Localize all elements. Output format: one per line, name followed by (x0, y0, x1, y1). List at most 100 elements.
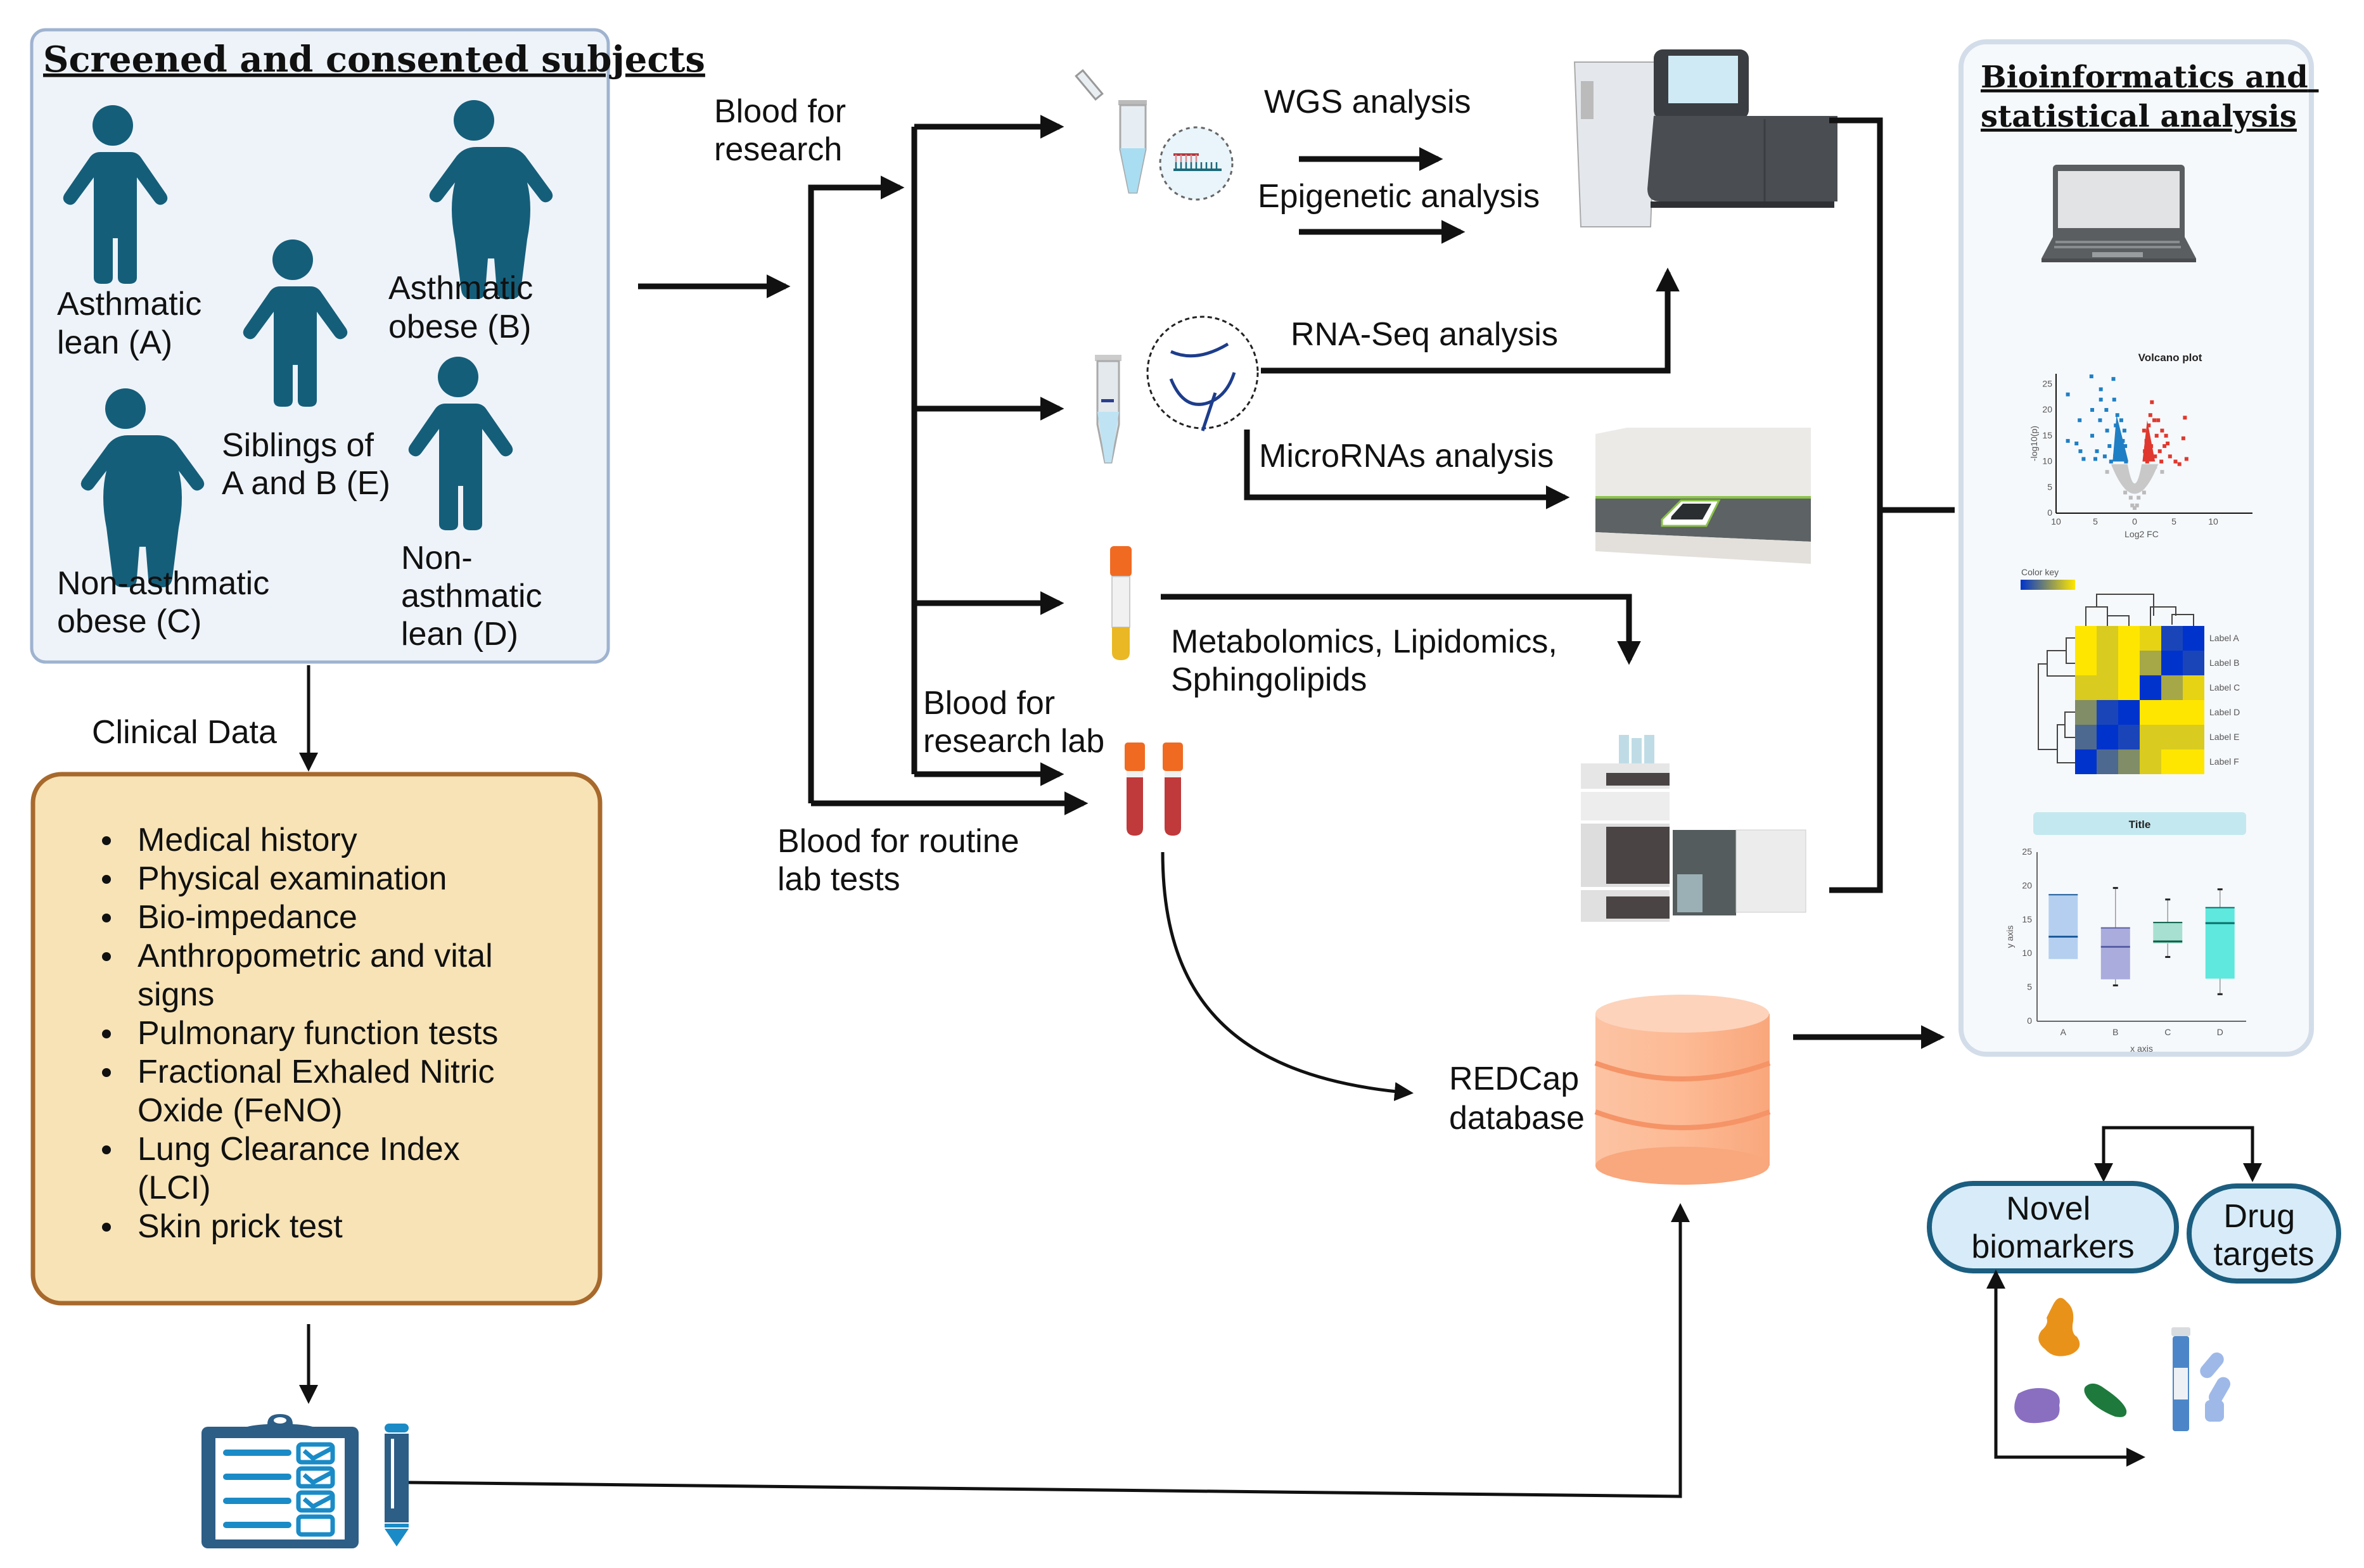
volcano-point (2142, 428, 2146, 433)
volcano-x-tick: 10 (2208, 516, 2218, 526)
volcano-point (2147, 423, 2151, 428)
heatmap-cell (2140, 749, 2161, 774)
boxplot-y-tick: 10 (2022, 948, 2032, 958)
serum-tube-icon (1110, 546, 1132, 660)
boxplot-y-tick: 0 (2027, 1016, 2032, 1026)
microrna-arrow (1244, 430, 1570, 509)
clinical-data-label: Clinical Data (92, 714, 277, 751)
bullet-icon (102, 914, 111, 922)
person-asthmatic-lean-icon (63, 105, 168, 284)
volcano-x-tick: 5 (2171, 516, 2176, 526)
heatmap-row-dendrogram (2038, 637, 2075, 763)
heatmap-row-label: Label B (2209, 658, 2239, 668)
clinical-item: Medical history (137, 822, 357, 858)
volcano-point (2078, 418, 2082, 423)
heatmap-row-label: Label C (2209, 682, 2240, 692)
bullet-icon (102, 836, 111, 845)
heatmap-cell (2183, 725, 2204, 749)
volcano-point (2078, 449, 2083, 454)
volcano-point (2160, 428, 2164, 433)
heatmap-cell (2097, 700, 2118, 725)
heatmap-cell (2183, 651, 2204, 675)
volcano-point (2177, 462, 2182, 466)
volcano-point (2154, 433, 2159, 438)
volcano-point (2166, 442, 2170, 445)
group-e-label: Siblings of A and B (E) (222, 427, 390, 502)
bioinformatics-title: Bioinformatics and statistical analysis (1981, 60, 2318, 134)
volcano-title: Volcano plot (2138, 352, 2202, 364)
volcano-point (2090, 408, 2095, 412)
bullet-icon (102, 1223, 111, 1232)
drug-targets-label: Drug targets (2214, 1198, 2315, 1273)
volcano-point (2184, 457, 2188, 461)
boxplot-box (2100, 927, 2130, 979)
volcano-point (2112, 397, 2116, 402)
volcano-y-tick: 15 (2042, 430, 2052, 440)
volcano-point (2163, 444, 2167, 449)
microarray-machine-icon (1595, 428, 1811, 564)
heatmap-cell (2183, 626, 2204, 651)
volcano-point (2160, 469, 2164, 474)
heatmap-cell (2097, 651, 2118, 675)
volcano-point (2164, 433, 2168, 438)
blood-routine-label: Blood for routine lab tests (777, 823, 1028, 898)
volcano-point (2123, 444, 2128, 449)
heatmap-cell (2140, 725, 2161, 749)
boxplot-x-tick: D (2217, 1027, 2223, 1037)
clipboard-icon (201, 1414, 359, 1548)
volcano-point (2135, 503, 2139, 507)
volcano-point (2066, 392, 2070, 397)
volcano-point (2183, 416, 2187, 420)
protein-orange-icon (2038, 1297, 2080, 1356)
clinical-item: Oxide (FeNO) (137, 1092, 343, 1129)
volcano-y-tick: 5 (2047, 481, 2052, 492)
rna-magnify-icon (1146, 316, 1259, 431)
microrna-analysis-label: MicroRNAs analysis (1259, 438, 1554, 475)
volcano-point (2153, 454, 2157, 459)
rnaseq-arrow (1261, 267, 1680, 374)
volcano-down-cluster (2112, 415, 2129, 462)
bullet-icon (102, 1068, 111, 1077)
boxplot-ylabel: y axis (2005, 926, 2015, 948)
volcano-point (2150, 400, 2154, 404)
volcano-xlabel: Log2 FC (2124, 529, 2159, 539)
heatmap-cell (2075, 700, 2097, 725)
boxplot-y-tick: 5 (2027, 982, 2032, 992)
volcano-point (2111, 377, 2116, 381)
rnaseq-analysis-label: RNA-Seq analysis (1291, 316, 1558, 353)
clinical-item: Physical examination (137, 860, 447, 897)
heatmap-cell (2140, 675, 2161, 700)
volcano-point (2066, 438, 2070, 443)
pills-icon (2200, 1352, 2230, 1422)
bioinformatics-panel: Bioinformatics and statistical analysis … (1958, 39, 2318, 1057)
volcano-point (2099, 397, 2103, 402)
heatmap-row-label: Label D (2209, 707, 2240, 717)
boxplot-xlabel: x axis (2130, 1043, 2153, 1054)
volcano-point (2115, 413, 2119, 417)
volcano-point (2107, 444, 2112, 449)
heatmap-cell (2118, 749, 2140, 774)
heatmap-cell (2140, 651, 2161, 675)
clinical-item: Fractional Exhaled Nitric (137, 1054, 495, 1090)
clinical-item: Skin prick test (137, 1208, 343, 1245)
biomarkers-feedback-arrow (1986, 1270, 2145, 1467)
protein-purple-icon (2014, 1388, 2060, 1424)
heatmap-row-label: Label E (2209, 732, 2239, 742)
clinical-to-database-arrow (408, 1203, 1690, 1498)
clinical-item: (LCI) (137, 1170, 211, 1206)
boxplot-title-bar (2033, 812, 2246, 835)
heatmap-cell (2140, 626, 2161, 651)
metabolomics-arrow (1161, 594, 1641, 665)
boxplot-x-tick: C (2164, 1027, 2171, 1037)
group-c-label: Non-asthmatic obese (C) (57, 565, 279, 640)
heatmap-cell (2183, 700, 2204, 725)
heatmap-cell (2097, 749, 2118, 774)
pen-icon (385, 1424, 409, 1546)
volcano-point (2098, 418, 2102, 423)
volcano-point (2168, 454, 2172, 459)
volcano-point (2123, 490, 2128, 495)
volcano-point (2159, 459, 2164, 464)
volcano-point (2074, 442, 2079, 445)
